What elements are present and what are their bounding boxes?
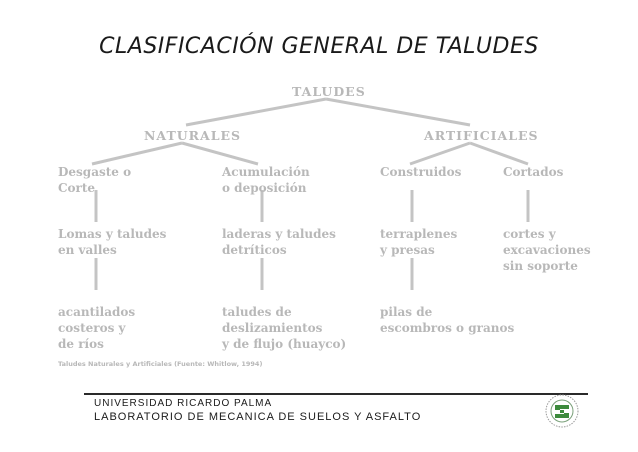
slide-title: CLASIFICACIÓN GENERAL DE TALUDES bbox=[99, 34, 539, 59]
node-acantilados: acantilados costeros y de ríos bbox=[58, 304, 135, 352]
connector-root-artificiales bbox=[325, 97, 471, 127]
node-desgaste: Desgaste o Corte bbox=[58, 164, 131, 196]
node-cortes: cortes y excavaciones sin soporte bbox=[503, 226, 591, 274]
node-deslizamientos: taludes de deslizamientos y de flujo (hu… bbox=[222, 304, 346, 352]
connector-naturales-acumulacion bbox=[181, 141, 259, 166]
node-desgaste-line2: Corte bbox=[58, 181, 96, 195]
university-logo-icon bbox=[545, 394, 579, 428]
node-acumulacion: Acumulación o deposición bbox=[222, 164, 310, 196]
node-terraplenes-line2: y presas bbox=[380, 243, 435, 257]
node-laderas-line1: laderas y taludes bbox=[222, 227, 336, 241]
node-cortes-line3: sin soporte bbox=[503, 259, 578, 273]
node-cortados: Cortados bbox=[503, 165, 564, 179]
node-cortes-line1: cortes y bbox=[503, 227, 556, 241]
node-pilas-line2: escombros o granos bbox=[380, 321, 515, 335]
connector-artificiales-construidos bbox=[409, 141, 471, 166]
node-cortes-line2: excavaciones bbox=[503, 243, 591, 257]
node-deslizamientos-line2: deslizamientos bbox=[222, 321, 323, 335]
node-deslizamientos-line1: taludes de bbox=[222, 305, 292, 319]
footer-divider bbox=[84, 393, 588, 395]
footer-lab: LABORATORIO DE MECANICA DE SUELOS Y ASFA… bbox=[94, 411, 422, 423]
node-lomas-line1: Lomas y taludes bbox=[58, 227, 167, 241]
node-terraplenes-line1: terraplenes bbox=[380, 227, 458, 241]
connector-root-naturales bbox=[185, 97, 327, 127]
footer-university: UNIVERSIDAD RICARDO PALMA bbox=[94, 398, 273, 409]
node-pilas-line1: pilas de bbox=[380, 305, 433, 319]
node-acantilados-line2: costeros y bbox=[58, 321, 126, 335]
node-lomas: Lomas y taludes en valles bbox=[58, 226, 166, 258]
node-acantilados-line3: de ríos bbox=[58, 337, 104, 351]
node-acantilados-line1: acantilados bbox=[58, 305, 136, 319]
node-desgaste-line1: Desgaste o bbox=[58, 165, 132, 179]
node-laderas: laderas y taludes detríticos bbox=[222, 226, 336, 258]
node-acumulacion-line2: o deposición bbox=[222, 181, 307, 195]
connector-naturales-desgaste bbox=[91, 141, 183, 166]
node-lomas-line2: en valles bbox=[58, 243, 117, 257]
node-pilas: pilas de escombros o granos bbox=[380, 304, 514, 336]
node-terraplenes: terraplenes y presas bbox=[380, 226, 457, 258]
diagram-caption: Taludes Naturales y Artificiales (Fuente… bbox=[58, 360, 263, 368]
node-naturales: NATURALES bbox=[144, 128, 242, 143]
node-acumulacion-line1: Acumulación bbox=[222, 165, 310, 179]
node-taludes: TALUDES bbox=[292, 84, 366, 99]
node-deslizamientos-line3: y de flujo (huayco) bbox=[222, 337, 347, 351]
node-laderas-line2: detríticos bbox=[222, 243, 287, 257]
node-construidos: Construidos bbox=[380, 165, 462, 179]
node-artificiales: ARTIFICIALES bbox=[424, 128, 539, 143]
connector-artificiales-cortados bbox=[469, 141, 529, 166]
